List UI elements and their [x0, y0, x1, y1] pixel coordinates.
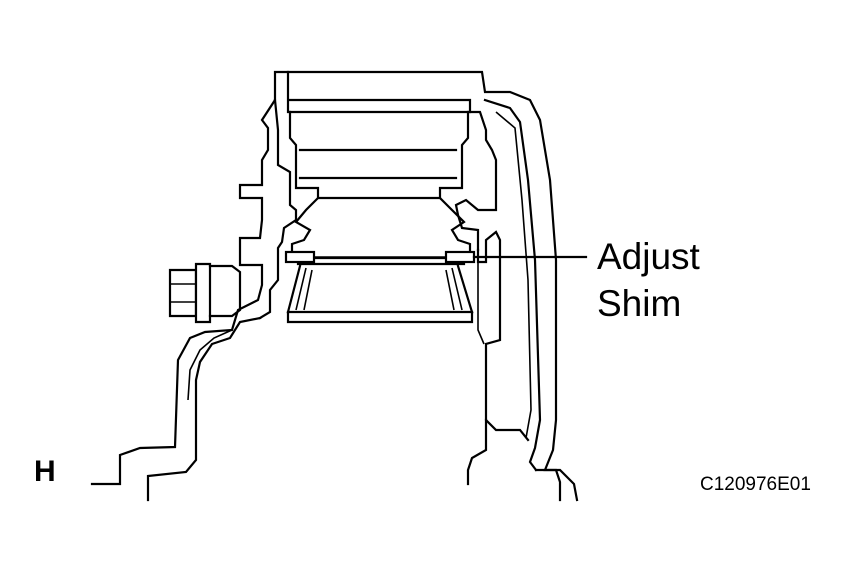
adjust-shim-label: Adjust Shim [597, 233, 700, 327]
bolt-flange [208, 264, 242, 318]
upper-bearing-inner [298, 148, 458, 180]
bolt-washer [194, 262, 212, 324]
adjust-shim-label-line2: Shim [597, 283, 682, 324]
housing-inner-left [258, 98, 298, 320]
view-letter: H [34, 455, 56, 488]
inner-contour-right [438, 196, 472, 260]
adjust-shim-label-line1: Adjust [597, 236, 700, 277]
housing-inner-right-2 [495, 111, 532, 439]
lower-leg-right [466, 418, 488, 486]
lower-leg-left-inner [187, 329, 233, 401]
housing-inner-right [483, 98, 542, 472]
right-lower-wall-inner [477, 262, 485, 345]
lower-bearing-taper-left [295, 267, 313, 311]
housing-outline-left [90, 70, 579, 502]
lower-bearing-base [286, 310, 474, 324]
bolt-head [168, 268, 198, 318]
bolt-head-facets [170, 283, 196, 303]
lower-bearing-race [290, 256, 472, 266]
lower-leg-right-2 [534, 468, 562, 502]
housing-step-right [454, 110, 498, 252]
lower-leg-left [146, 316, 262, 502]
lower-bearing-taper-right [445, 267, 463, 311]
adjust-shim-left [284, 250, 316, 264]
upper-bearing-body [288, 110, 470, 200]
lower-bearing-body [286, 264, 474, 314]
adjust-shim-right [444, 250, 476, 264]
right-lower-wall [476, 230, 530, 442]
figure-code: C120976E01 [700, 474, 811, 495]
upper-bearing-race [286, 70, 472, 114]
inner-contour-left [290, 196, 320, 260]
